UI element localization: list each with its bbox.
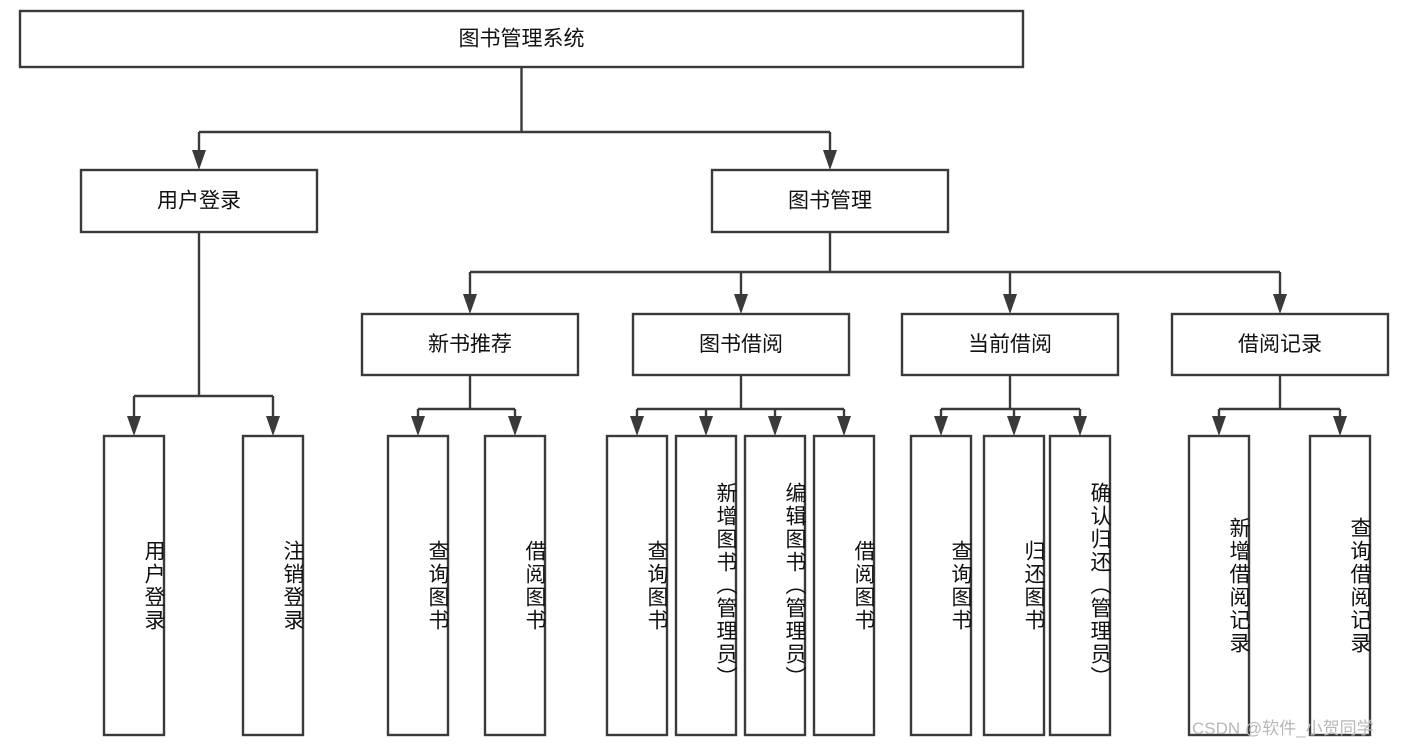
node-label-user-login: 用户登录 (157, 190, 241, 213)
node-leaf-edit-book[interactable] (743, 434, 807, 737)
book-manage-to-borrow-record-arrowhead (1273, 294, 1287, 314)
connector-layer (127, 67, 1347, 436)
book-manage-to-book-borrow-arrowhead (734, 294, 748, 314)
node-new-book-recommend[interactable] (360, 312, 580, 377)
node-leaf-user-logout[interactable] (241, 434, 305, 737)
node-label-root: 图书管理系统 (459, 28, 585, 51)
book-borrow-to-leaf-borrow-book-2-arrowhead (837, 416, 851, 436)
borrow-record-to-leaf-query-record-arrowhead (1333, 416, 1347, 436)
node-label-book-manage: 图书管理 (788, 190, 872, 213)
node-book-manage[interactable] (710, 168, 950, 234)
new-book-recommend-to-leaf-borrow-book-1-arrowhead (508, 416, 522, 436)
book-borrow-to-leaf-edit-book-arrowhead (768, 416, 782, 436)
root-to-user-login-arrowhead (192, 150, 206, 170)
node-label-new-book-recommend: 新书推荐 (428, 333, 512, 356)
node-leaf-user-login[interactable] (102, 434, 166, 737)
node-current-borrow[interactable] (900, 312, 1120, 377)
user-login-to-leaf-user-logout-arrowhead (266, 416, 280, 436)
node-book-borrow[interactable] (631, 312, 851, 377)
node-leaf-add-book[interactable] (674, 434, 738, 737)
current-borrow-to-leaf-query-book-3-arrowhead (934, 416, 948, 436)
current-borrow-to-leaf-return-book-arrowhead (1007, 416, 1021, 436)
csdn-watermark: CSDN @软件_小贺同学 (1192, 719, 1374, 738)
node-root-system[interactable] (18, 9, 1025, 69)
user-login-to-leaf-user-login-arrowhead (127, 416, 141, 436)
node-box-layer (18, 9, 1390, 737)
node-borrow-record[interactable] (1170, 312, 1390, 377)
node-leaf-borrow-book-1[interactable] (483, 434, 547, 737)
node-user-login[interactable] (79, 168, 319, 234)
node-leaf-query-book-2[interactable] (605, 434, 669, 737)
borrow-record-to-leaf-add-record-arrowhead (1212, 416, 1226, 436)
root-to-book-manage-arrowhead (823, 150, 837, 170)
current-borrow-to-leaf-confirm-return-arrowhead (1073, 416, 1087, 436)
node-leaf-return-book[interactable] (982, 434, 1046, 737)
book-manage-to-current-borrow-arrowhead (1003, 294, 1017, 314)
node-leaf-query-record[interactable] (1308, 434, 1372, 737)
book-borrow-to-leaf-add-book-arrowhead (699, 416, 713, 436)
book-borrow-to-leaf-query-book-2-arrowhead (630, 416, 644, 436)
node-label-current-borrow: 当前借阅 (968, 333, 1052, 356)
node-leaf-borrow-book-2[interactable] (812, 434, 876, 737)
new-book-recommend-to-leaf-query-book-1-arrowhead (411, 416, 425, 436)
book-manage-to-new-book-recommend-arrowhead (463, 294, 477, 314)
node-label-book-borrow: 图书借阅 (699, 333, 783, 356)
node-leaf-query-book-3[interactable] (909, 434, 973, 737)
node-leaf-query-book-1[interactable] (386, 434, 450, 737)
node-label-borrow-record: 借阅记录 (1238, 333, 1322, 356)
node-leaf-add-record[interactable] (1187, 434, 1251, 737)
node-leaf-confirm-return[interactable] (1048, 434, 1112, 737)
